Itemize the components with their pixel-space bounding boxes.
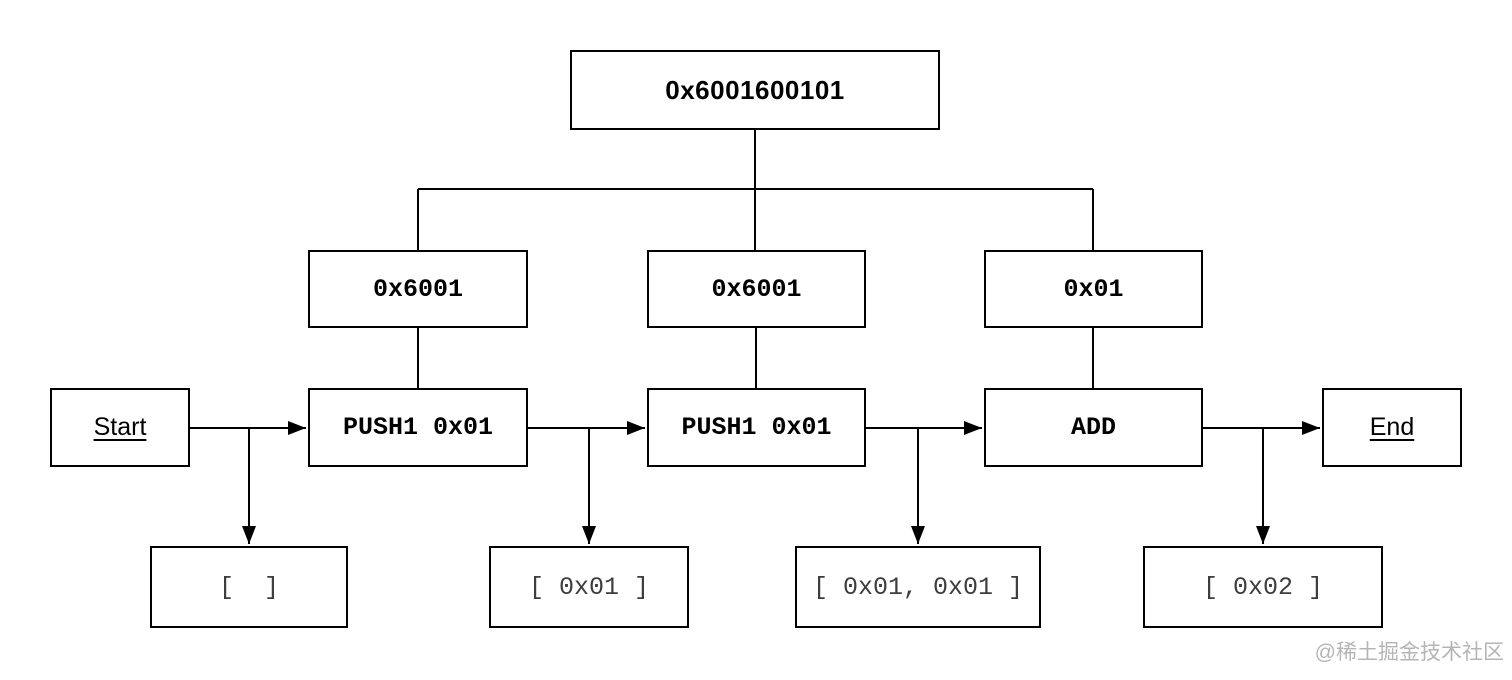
stack-box-0: [ ]: [150, 546, 348, 628]
instruction-box-2: PUSH1 0x01: [647, 388, 866, 467]
opcode-box-2: 0x6001: [647, 250, 866, 328]
end-box: End: [1322, 388, 1462, 467]
opcode-box-3: 0x01: [984, 250, 1203, 328]
instruction-box-3: ADD: [984, 388, 1203, 467]
instruction-box-1: PUSH1 0x01: [308, 388, 528, 467]
start-label: Start: [93, 413, 147, 441]
watermark-text: @稀土掘金技术社区: [1314, 641, 1504, 664]
opcode-label-3: 0x01: [1063, 274, 1124, 304]
stack-label-3: [ 0x02 ]: [1202, 572, 1324, 602]
stack-box-2: [ 0x01, 0x01 ]: [795, 546, 1041, 628]
instruction-label-1: PUSH1 0x01: [342, 413, 494, 442]
opcode-box-1: 0x6001: [308, 250, 528, 328]
stack-label-0: [ ]: [218, 572, 279, 602]
bytecode-label: 0x6001600101: [665, 74, 845, 105]
end-label: End: [1369, 413, 1415, 441]
instruction-label-3: ADD: [1070, 413, 1116, 442]
opcode-label-1: 0x6001: [372, 274, 463, 304]
stack-label-2: [ 0x01, 0x01 ]: [812, 572, 1024, 602]
stack-box-1: [ 0x01 ]: [489, 546, 689, 628]
start-box: Start: [50, 388, 190, 467]
bytecode-box: 0x6001600101: [570, 50, 940, 130]
stack-box-3: [ 0x02 ]: [1143, 546, 1383, 628]
stack-label-1: [ 0x01 ]: [528, 572, 650, 602]
opcode-label-2: 0x6001: [711, 274, 802, 304]
instruction-label-2: PUSH1 0x01: [681, 413, 832, 442]
